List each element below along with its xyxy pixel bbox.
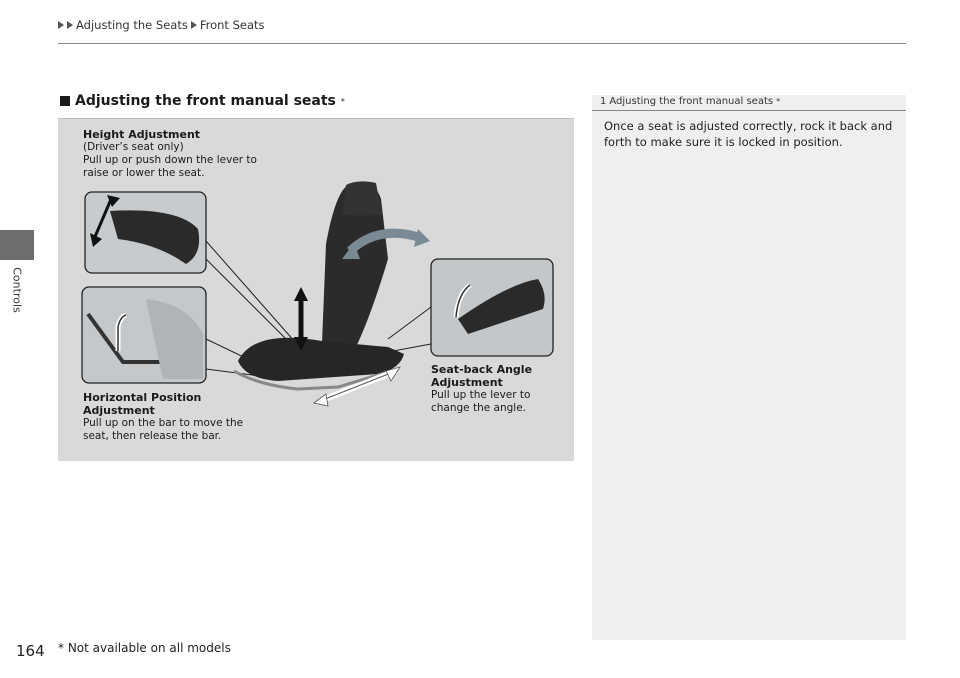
seatback-lever-shape bbox=[458, 279, 545, 334]
seat-cushion-dark-shape bbox=[238, 337, 404, 381]
height-adjustment-subtitle: (Driver’s seat only) bbox=[83, 141, 184, 153]
note-panel bbox=[592, 95, 906, 640]
note-body: Once a seat is adjusted correctly, rock … bbox=[604, 119, 893, 149]
seatback-leader-line bbox=[387, 306, 432, 340]
height-adjustment-line2: raise or lower the seat. bbox=[83, 167, 205, 179]
section-title-marker: * bbox=[340, 96, 345, 106]
breadcrumb-item-front-seats[interactable]: Front Seats bbox=[199, 18, 265, 32]
horizontal-position-line2: seat, then release the bar. bbox=[83, 430, 222, 442]
height-leader-line bbox=[205, 240, 304, 352]
seatback-angle-title1: Seat-back Angle bbox=[431, 363, 533, 376]
seat-illustration bbox=[81, 181, 554, 407]
seatback-angle-line2: change the angle. bbox=[431, 402, 527, 414]
section-title: Adjusting the front manual seats * bbox=[60, 93, 345, 109]
page-number: 164 bbox=[16, 642, 45, 660]
height-adjustment-title: Height Adjustment bbox=[83, 128, 201, 141]
footnote: * Not available on all models bbox=[58, 641, 231, 655]
chapter-tab-marker bbox=[0, 230, 34, 260]
breadcrumb: Adjusting the Seats Front Seats bbox=[58, 18, 265, 32]
note-title-marker: * bbox=[776, 97, 781, 106]
breadcrumb-arrow-icon bbox=[58, 21, 64, 29]
seat-adjustment-figure: Height Adjustment (Driver’s seat only) P… bbox=[58, 118, 574, 461]
seat-cushion-shape bbox=[146, 299, 203, 379]
note-number: 1 bbox=[600, 96, 607, 107]
note-header: 1 Adjusting the front manual seats* bbox=[592, 96, 906, 111]
seatback-angle-callout: Seat-back Angle Adjustment Pull up the l… bbox=[431, 363, 532, 415]
height-arrow-icon bbox=[92, 196, 114, 240]
section-bullet-icon bbox=[60, 96, 70, 106]
height-adjustment-callout: Height Adjustment (Driver’s seat only) P… bbox=[83, 128, 257, 180]
seatback-angle-line1: Pull up the lever to bbox=[431, 389, 531, 401]
section-title-text: Adjusting the front manual seats bbox=[75, 93, 336, 109]
seat-rail-shape bbox=[233, 367, 399, 391]
seat-back-shape bbox=[322, 183, 388, 351]
height-lever-shape bbox=[110, 210, 200, 264]
breadcrumb-arrow-icon bbox=[190, 21, 197, 29]
chapter-tab-label: Controls bbox=[10, 267, 24, 313]
header-rule bbox=[58, 43, 906, 44]
horizontal-position-title1: Horizontal Position bbox=[83, 391, 202, 404]
horizontal-position-line1: Pull up on the bar to move the bbox=[83, 417, 244, 429]
horizontal-position-callout: Horizontal Position Adjustment Pull up o… bbox=[83, 391, 243, 443]
breadcrumb-arrow-icon bbox=[67, 21, 73, 29]
seatback-leader-line bbox=[392, 343, 432, 352]
horizontal-position-title2: Adjustment bbox=[83, 404, 155, 417]
note-title[interactable]: Adjusting the front manual seats bbox=[609, 96, 774, 107]
chapter-tab[interactable]: Controls bbox=[9, 260, 25, 320]
seatback-angle-title2: Adjustment bbox=[431, 376, 503, 389]
height-adjustment-line1: Pull up or push down the lever to bbox=[83, 154, 257, 166]
breadcrumb-item-seats[interactable]: Adjusting the Seats bbox=[76, 18, 188, 32]
